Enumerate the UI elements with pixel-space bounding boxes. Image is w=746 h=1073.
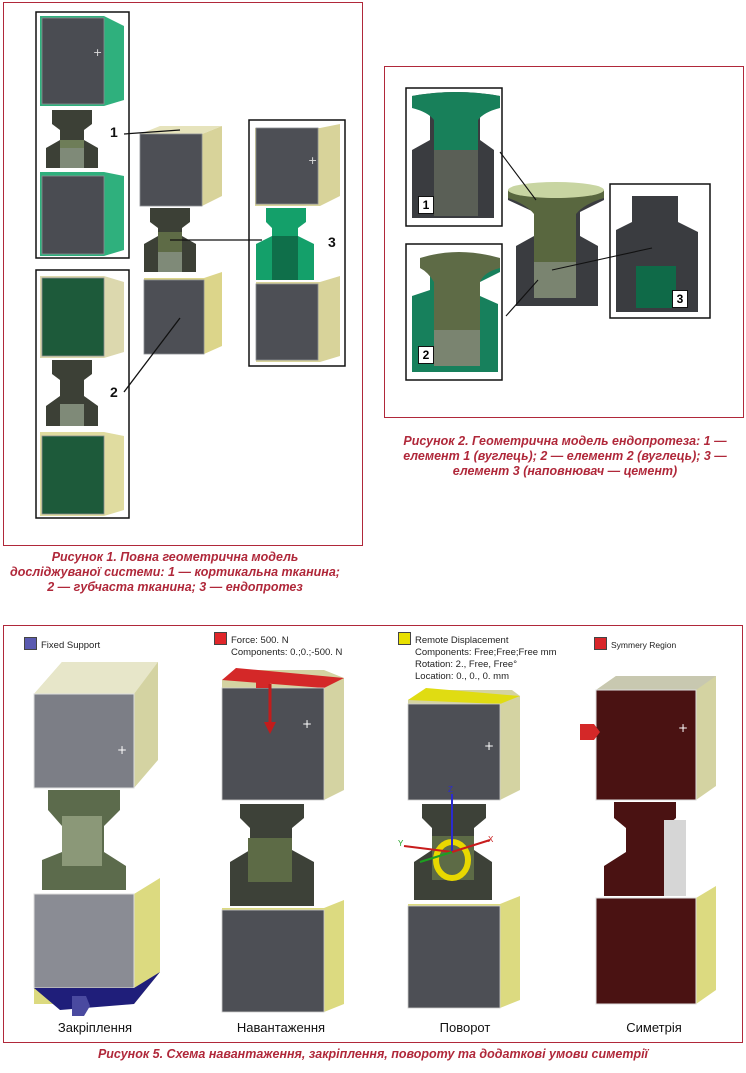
- figure2-frame: [384, 66, 744, 418]
- fig5-label-rotation: Поворот: [439, 1020, 491, 1035]
- svg-text:+: +: [93, 46, 102, 59]
- fig5-panel4-model: +: [580, 676, 716, 1005]
- symmetry-title: Symmery Region: [611, 640, 677, 650]
- fig5-panel1-model: +: [33, 662, 160, 1016]
- figure1-caption-line2: досліджуваної системи: 1 — кортикальна т…: [10, 565, 340, 579]
- remote-displacement-title: Remote Displacement: [415, 635, 509, 646]
- fig1-label-2: 2: [110, 384, 118, 400]
- fig2-assembly: [508, 182, 604, 306]
- fig1-right-column: +: [248, 119, 346, 367]
- fig2-element2: [405, 243, 503, 381]
- fig2-element3: [609, 183, 711, 319]
- force-components: Components: 0.;0.;-500. N: [231, 647, 343, 658]
- remote-location: Location: 0., 0., 0. mm: [415, 671, 509, 682]
- axis-x-label: X: [488, 835, 494, 844]
- fig5-legend-symmetry: Symmery Region: [594, 637, 676, 651]
- fig2-label-2: 2: [418, 346, 434, 364]
- fig1-label-3: 3: [328, 234, 336, 250]
- remote-displacement-swatch: [398, 632, 411, 645]
- fig5-label-load: Навантаження: [236, 1020, 326, 1035]
- figure1-frame: [3, 2, 363, 546]
- axis-z-label: Z: [448, 785, 453, 794]
- svg-text:+: +: [678, 721, 688, 735]
- force-swatch: [214, 632, 227, 645]
- fixed-support-swatch: [24, 637, 37, 650]
- figure2-caption-line1: Рисунок 2. Геометрична модель ендопротез…: [403, 434, 727, 448]
- axis-y-label: Y: [398, 839, 404, 848]
- remote-components: Components: Free;Free;Free mm: [415, 647, 557, 658]
- fig5-label-symmetry: Симетрія: [626, 1020, 682, 1035]
- fig5-panel2-model: +: [221, 668, 344, 1013]
- figure1-caption: Рисунок 1. Повна геометрична модель досл…: [10, 550, 340, 595]
- force-title: Force: 500. N: [231, 635, 289, 646]
- svg-text:+: +: [484, 739, 494, 753]
- fig1-left-column: +: [35, 11, 130, 259]
- figure5-caption: Рисунок 5. Схема навантаження, закріплен…: [97, 1047, 649, 1061]
- fig5-legend-remote-displacement: Remote Displacement Components: Free;Fre…: [398, 632, 557, 683]
- fixed-support-title: Fixed Support: [41, 640, 101, 651]
- svg-text:+: +: [117, 743, 127, 757]
- fig5-legend-force: Force: 500. N Components: 0.;0.;-500. N: [214, 632, 342, 659]
- fig5-legend-fixed-support: Fixed Support: [24, 637, 100, 652]
- fig2-element1: [405, 87, 503, 227]
- symmetry-swatch: [594, 637, 607, 650]
- svg-text:+: +: [308, 154, 317, 167]
- figure1-caption-line3: 2 — губчаста тканина; 3 — ендопротез: [47, 580, 303, 594]
- fig5-panel3-model: +: [403, 688, 520, 1009]
- fig1-left-column-2: [35, 269, 130, 519]
- fig1-label-1: 1: [110, 124, 118, 140]
- fig2-label-1: 1: [418, 196, 434, 214]
- figure1-caption-line1: Рисунок 1. Повна геометрична модель: [51, 550, 299, 564]
- figure5-frame: [3, 625, 743, 1043]
- fig2-label-3: 3: [672, 290, 688, 308]
- fig5-label-fixed: Закріплення: [57, 1020, 133, 1035]
- figure2-caption: Рисунок 2. Геометрична модель ендопротез…: [386, 434, 744, 479]
- remote-rotation: Rotation: 2., Free, Free°: [415, 659, 518, 670]
- figure2-caption-line3: елемент 3 (наповнювач — цемент): [452, 464, 678, 478]
- svg-text:+: +: [302, 717, 312, 731]
- figure2-caption-line2: елемент 1 (вуглець); 2 — елемент 2 (вугл…: [403, 449, 727, 463]
